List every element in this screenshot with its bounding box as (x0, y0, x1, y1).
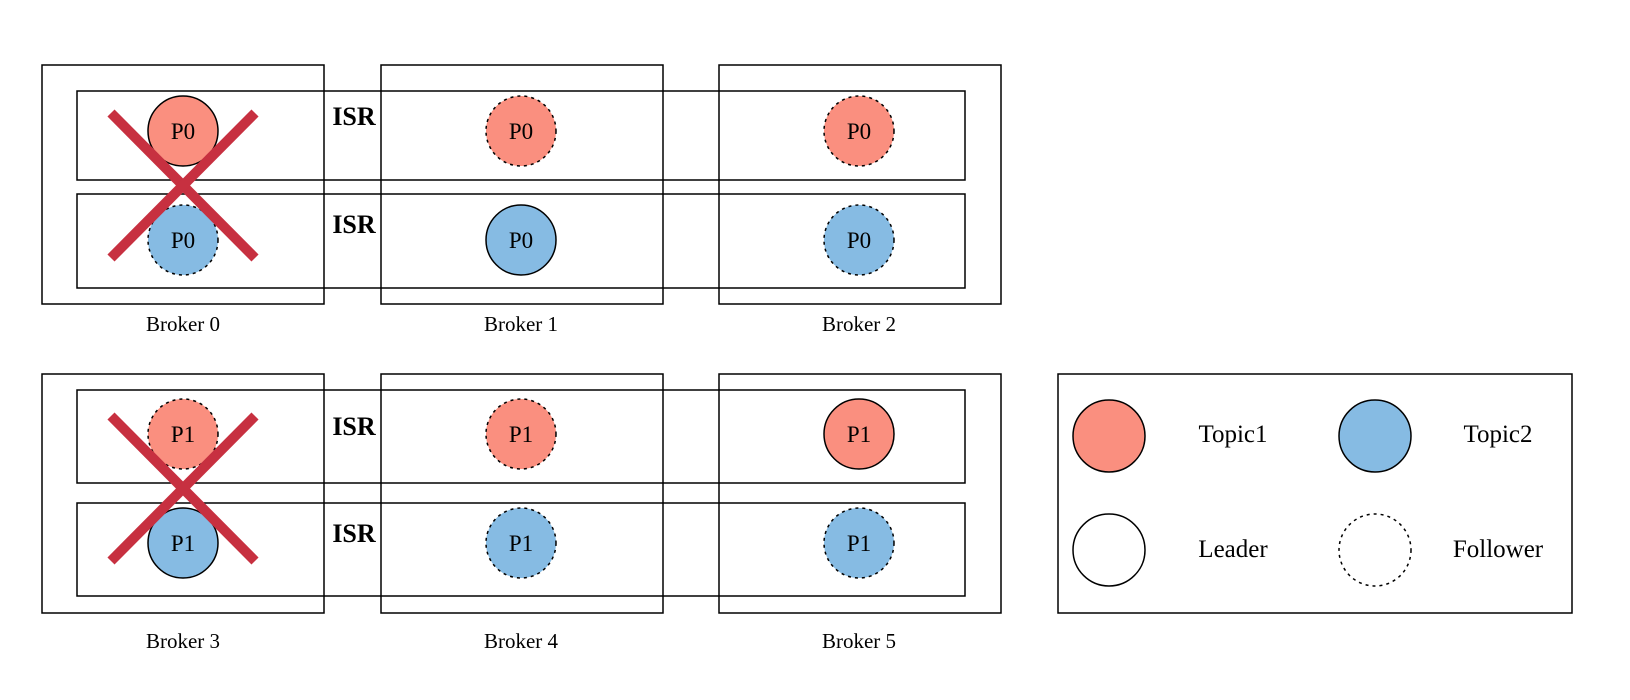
broker-label: Broker 1 (484, 312, 558, 336)
replica-label: P1 (509, 531, 533, 556)
replica-label: P1 (847, 531, 871, 556)
isr-label: ISR (332, 519, 376, 548)
broker-box (718, 64, 1002, 305)
replica-follower (823, 507, 895, 579)
broker-box (41, 64, 325, 305)
partition-row-topic2: ISR P1 P1 P1 (76, 502, 966, 597)
broker-label: Broker 4 (484, 629, 559, 653)
isr-group-box (76, 90, 966, 181)
isr-label: ISR (332, 102, 376, 131)
cross-stroke (107, 412, 259, 565)
failed-broker-cross-icon (107, 412, 259, 565)
broker-label: Broker 2 (822, 312, 896, 336)
legend-box (1057, 373, 1573, 614)
replica-leader (147, 95, 219, 167)
replica-follower (823, 95, 895, 167)
broker-box (380, 373, 664, 614)
isr-group-box (76, 389, 966, 484)
legend-leader-swatch (1072, 513, 1146, 587)
legend-topic1-swatch (1072, 399, 1146, 473)
replica-label: P0 (847, 228, 871, 253)
replica-label: P0 (509, 228, 533, 253)
isr-group-box (76, 502, 966, 597)
replica-leader (147, 507, 219, 579)
legend-follower-swatch (1338, 513, 1412, 587)
replica-follower (147, 204, 219, 276)
replica-follower (485, 95, 557, 167)
replica-label: P0 (171, 119, 195, 144)
broker-box (41, 373, 325, 614)
legend-topic2-swatch (1338, 399, 1412, 473)
legend-leader-label: Leader (1198, 536, 1268, 563)
legend-follower-label: Follower (1453, 536, 1544, 563)
partition-row-topic1: ISR P1 P1 P1 (76, 389, 966, 484)
legend: Topic1 Topic2 Leader Follower (1057, 373, 1573, 614)
replica-follower (485, 507, 557, 579)
legend-topic2-label: Topic2 (1463, 421, 1532, 448)
broker-label: Broker 5 (822, 629, 896, 653)
replica-label: P1 (171, 531, 195, 556)
replica-follower (147, 398, 219, 470)
legend-topic1-label: Topic1 (1198, 421, 1267, 448)
replica-leader (485, 204, 557, 276)
replica-label: P1 (509, 422, 533, 447)
replica-label: P1 (847, 422, 871, 447)
replica-follower (485, 398, 557, 470)
isr-label: ISR (332, 210, 376, 239)
replica-label: P0 (509, 119, 533, 144)
replica-label: P0 (847, 119, 871, 144)
cross-stroke (107, 109, 259, 262)
replica-leader (823, 398, 895, 470)
broker-label: Broker 0 (146, 312, 220, 336)
replica-label: P0 (171, 228, 195, 253)
failed-broker-cross-icon (107, 109, 259, 262)
isr-label: ISR (332, 412, 376, 441)
broker-label: Broker 3 (146, 629, 220, 653)
broker-box (380, 64, 664, 305)
broker-box (718, 373, 1002, 614)
partition-row-topic2: ISR P0 P0 P0 (76, 193, 966, 289)
isr-group-box (76, 193, 966, 289)
partition-row-topic1: ISR P0 P0 P0 (76, 90, 966, 181)
replica-label: P1 (171, 422, 195, 447)
replica-follower (823, 204, 895, 276)
